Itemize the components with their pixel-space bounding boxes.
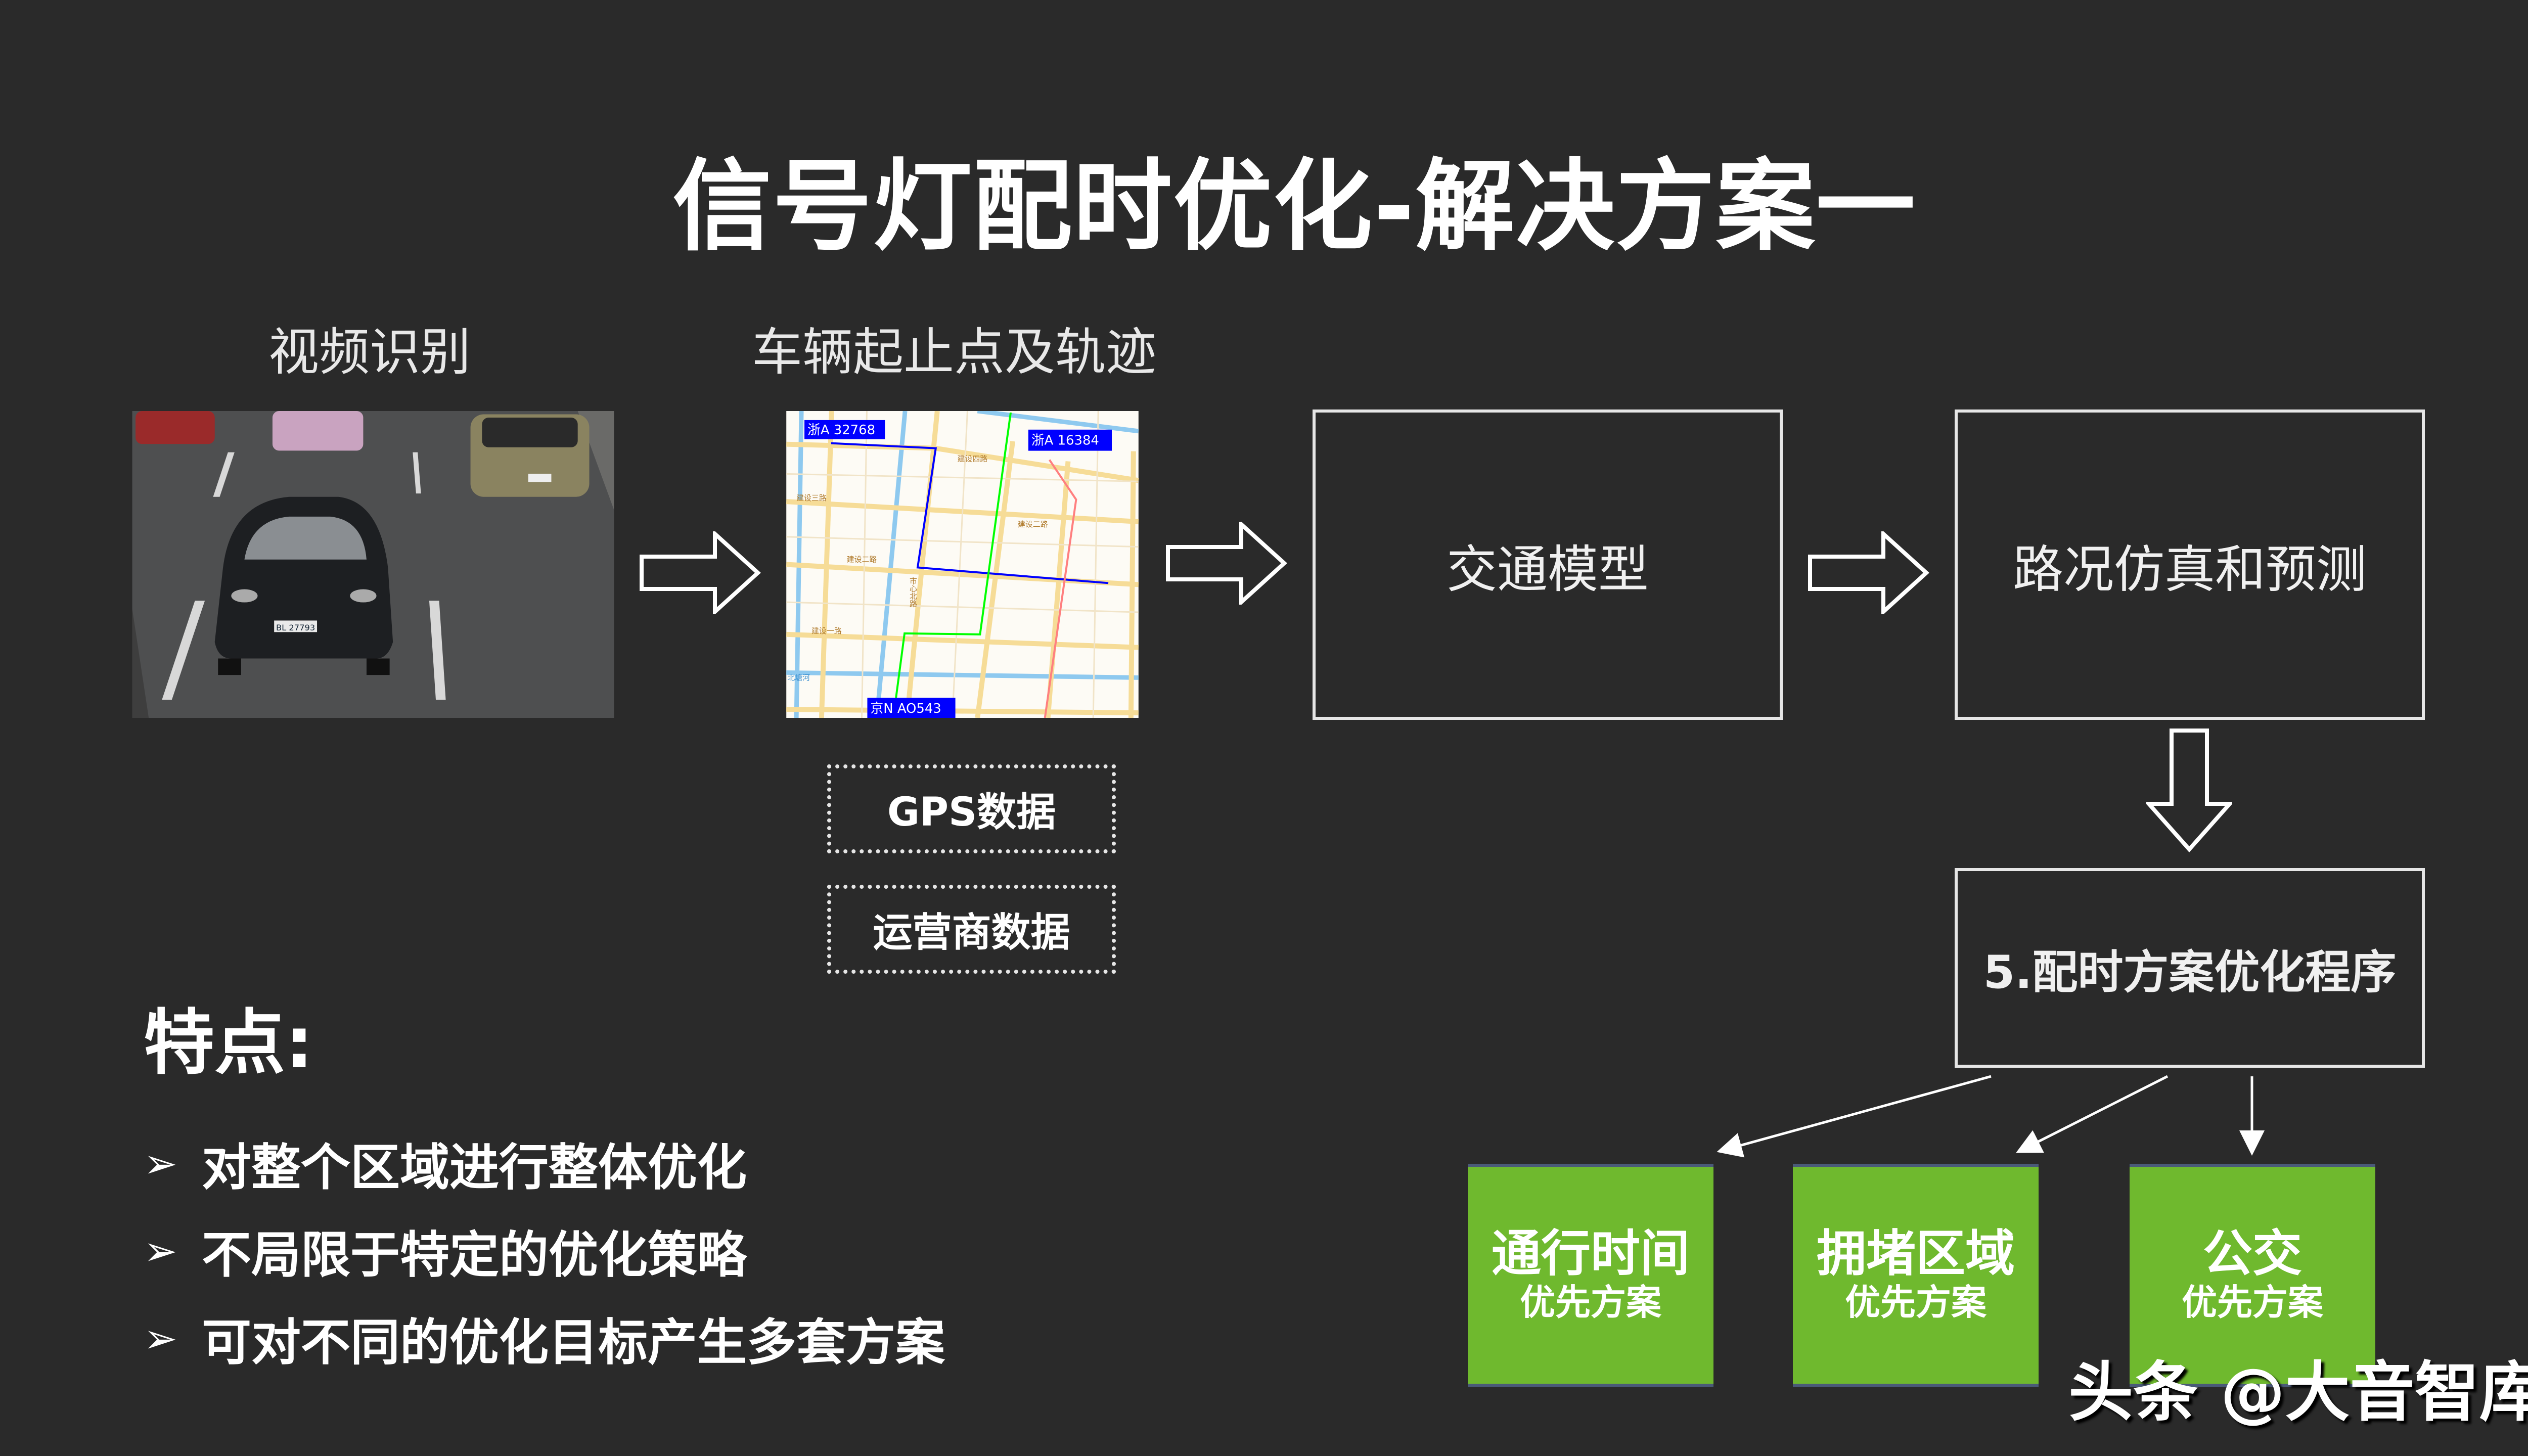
arrow-bullet-icon: ➢ <box>144 1140 178 1187</box>
timing-optimizer-box: 5.配时方案优化程序 <box>1955 868 2425 1068</box>
plate-label: 浙A 16384 <box>1031 433 1099 448</box>
features-heading: 特点: <box>144 1002 313 1084</box>
video-recognition-label: 视频识别 <box>268 323 471 382</box>
trajectory-map: 建设三路 建设二路 建设二路 建设一路 建设四路 市心北路 北塘河 浙A 327… <box>786 411 1139 718</box>
street-label: 建设三路 <box>796 493 827 503</box>
carrier-data-box: 运营商数据 <box>827 885 1116 974</box>
arrow-bullet-icon: ➢ <box>144 1314 178 1362</box>
street-label: 建设二路 <box>1018 520 1048 529</box>
watermark: 头条 @大音智库 <box>2068 1355 2528 1430</box>
car-plate: BL 27793 <box>276 623 315 632</box>
feature-item: ➢不局限于特定的优化策略 <box>144 1226 747 1284</box>
gps-data-box: GPS数据 <box>827 764 1116 853</box>
street-label: 建设四路 <box>958 454 988 464</box>
plan-congestion-area: 拥堵区域优先方案 <box>1793 1164 2039 1387</box>
plan-travel-time: 通行时间优先方案 <box>1468 1164 1713 1387</box>
street-label-shixin-north: 市心北路 <box>909 577 918 607</box>
down-arrow-icon <box>2146 729 2232 852</box>
right-arrow-icon <box>1808 531 1929 614</box>
od-trajectory-label: 车辆起止点及轨迹 <box>752 323 1156 382</box>
river-label: 北塘河 <box>787 673 810 682</box>
feature-item: ➢对整个区域进行整体优化 <box>144 1139 747 1197</box>
traffic-model-box: 交通模型 <box>1313 410 1783 720</box>
plate-label: 京N AO543 <box>870 701 941 716</box>
street-label: 建设二路 <box>847 555 877 564</box>
plan-public-transit: 公交优先方案 <box>2130 1164 2375 1387</box>
feature-item: ➢可对不同的优化目标产生多套方案 <box>144 1314 945 1372</box>
arrow-bullet-icon: ➢ <box>144 1227 178 1275</box>
simulation-prediction-box: 路况仿真和预测 <box>1955 410 2425 720</box>
traffic-camera-photo: BL 27793 <box>132 411 614 718</box>
plate-label: 浙A 32768 <box>807 423 875 438</box>
right-arrow-icon <box>1166 522 1287 605</box>
right-arrow-icon <box>640 531 761 614</box>
street-label: 建设一路 <box>811 626 842 635</box>
slide-title: 信号灯配时优化-解决方案一 <box>672 149 1916 264</box>
